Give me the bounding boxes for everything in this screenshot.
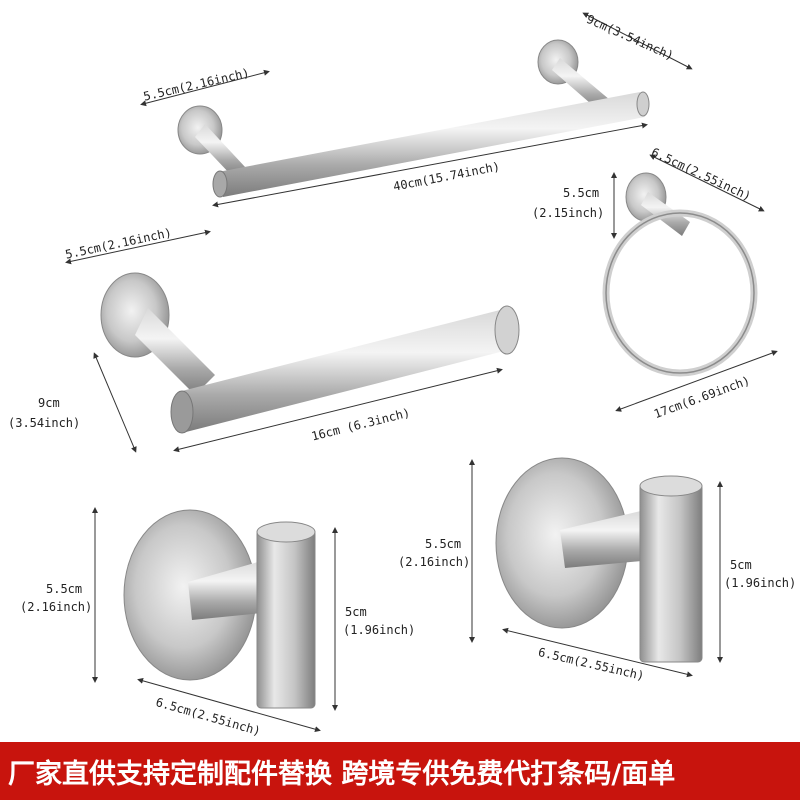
ring-base-label: 5.5cm <box>563 186 600 200</box>
towel-ring-loop <box>602 209 758 377</box>
hook-right-head <box>639 483 703 663</box>
towel-bar-rod-end <box>212 170 228 198</box>
paper-holder-rod-end <box>170 390 194 434</box>
hook-left-post <box>188 560 272 620</box>
hook-left-base-label-inch: (2.16inch) <box>20 600 93 614</box>
paper-holder-height-label: 9cm <box>38 396 60 410</box>
hook-right-height-label: 5cm <box>730 558 752 572</box>
hook-left-height-label-inch: (1.96inch) <box>343 623 416 637</box>
dimension-line <box>65 229 211 265</box>
dimension-line <box>502 627 693 678</box>
hook-right-post <box>560 510 652 568</box>
towel-bar-right-post <box>552 58 610 110</box>
dimension-line <box>649 154 765 212</box>
paper-holder-height-label-inch: (3.54inch) <box>8 416 81 430</box>
promo-banner: 厂家直供支持定制配件替换 跨境专供免费代打条码/面单 <box>0 742 800 800</box>
dimension-line <box>137 677 321 733</box>
hook-right-base-label: 5.5cm <box>425 537 462 551</box>
paper-holder <box>65 229 520 453</box>
dimension-line <box>212 122 648 208</box>
promo-banner-text: 厂家直供支持定制配件替换 跨境专供免费代打条码/面单 <box>8 759 676 790</box>
paper-holder-rod <box>178 310 508 432</box>
dimension-line <box>615 350 778 412</box>
hook-right-head-top <box>639 475 703 497</box>
towel-ring <box>602 154 778 412</box>
hook-left-base-label: 5.5cm <box>46 582 83 596</box>
ring-base-label-inch: (2.15inch) <box>532 206 605 220</box>
hook-left-head-top <box>256 521 316 543</box>
dimension-line <box>93 352 137 453</box>
hook-left-height-label: 5cm <box>345 605 367 619</box>
dimension-line <box>140 69 270 107</box>
hook-right-base-label-inch: (2.16inch) <box>398 555 471 569</box>
robe-hook-right <box>469 457 723 678</box>
paper-holder-cap <box>494 305 520 355</box>
dimension-line <box>582 12 693 70</box>
towel-bar-rod-end <box>636 91 650 117</box>
hook-left-head <box>256 529 316 709</box>
hook-right-height-label-inch: (1.96inch) <box>724 576 797 590</box>
towel-bar <box>140 12 693 208</box>
robe-hook-left <box>92 507 338 733</box>
dimension-line <box>173 367 503 453</box>
